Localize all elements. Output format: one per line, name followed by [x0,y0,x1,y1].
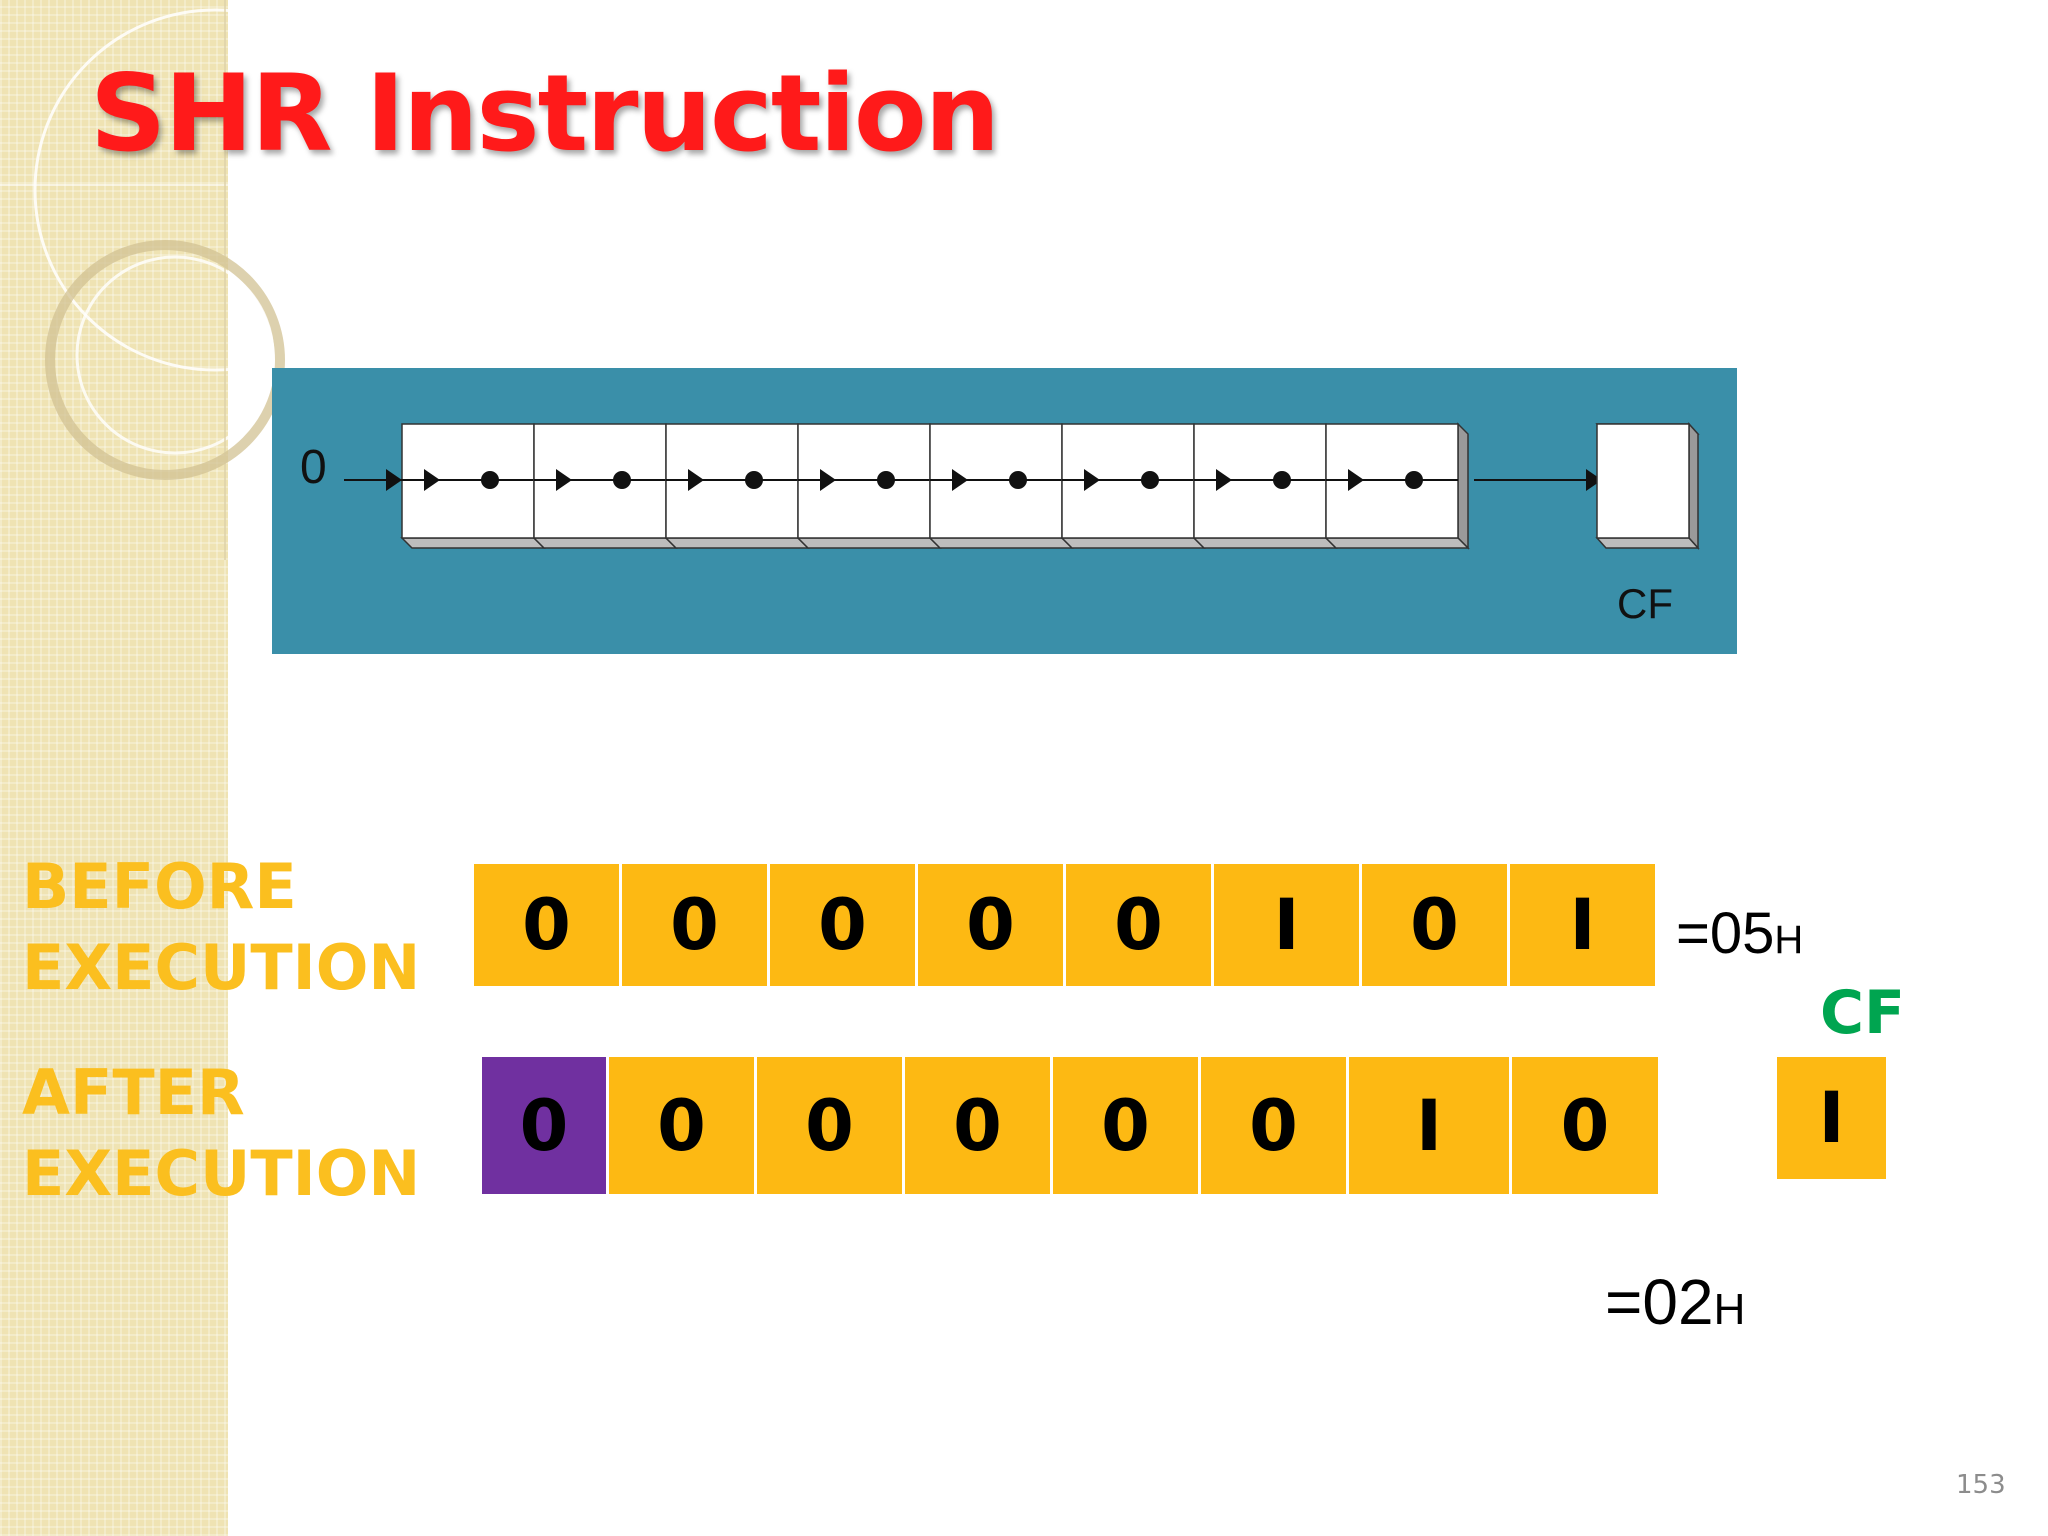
after-label-line1: AFTER [22,1056,245,1129]
register-bottom [664,537,810,549]
register-arrow-head [688,469,704,491]
decorative-rings [0,0,397,560]
register-bottom [796,537,942,549]
cf-box [1595,422,1700,550]
before-label-line2: EXECUTION [22,931,421,1004]
after-bit-cell: I [1349,1057,1509,1194]
after-bit-cell: 0 [1053,1057,1198,1194]
register-bottom [1324,537,1470,549]
before-bit-cell: 0 [918,864,1063,986]
register-bottom [400,537,546,549]
after-bit-cell: 0 [905,1057,1050,1194]
after-label-line2: EXECUTION [22,1137,421,1210]
after-bit-cell: 0 [1201,1057,1346,1194]
before-bit-cell: 0 [770,864,915,986]
register-arrow-head [1348,469,1364,491]
register-arrow-head [424,469,440,491]
cf-value-cell: I [1777,1057,1886,1179]
page-number: 153 [1956,1470,2006,1500]
register-arrow-head [1084,469,1100,491]
diagram-cf-label: CF [1617,580,1673,627]
before-bit-cell: 0 [474,864,619,986]
before-label-line1: BEFORE [22,850,297,923]
register-bit-dot [1273,471,1291,489]
register-bit-dot [613,471,631,489]
register-bit-dot [481,471,499,489]
register-arrow-head [952,469,968,491]
register-bit-dot [1009,471,1027,489]
before-hex-value: =05H [1676,901,1804,966]
register-bit-dot [1405,471,1423,489]
register-bottom [1060,537,1206,549]
after-bit-cell: 0 [757,1057,902,1194]
before-bit-cell: 0 [1066,864,1211,986]
register-bit-dot [1141,471,1159,489]
register-boxes [386,422,1470,550]
output-arrow-head [1586,469,1602,491]
input-zero-label: 0 [300,441,327,494]
register-side [1457,422,1469,550]
register-bit-dot [745,471,763,489]
after-bit-cell: 0 [482,1057,606,1194]
register-arrow-head [820,469,836,491]
after-hex-value: =02H [1605,1266,1746,1338]
register-bottom [532,537,678,549]
after-bit-cell: 0 [609,1057,754,1194]
register-bit-dot [877,471,895,489]
before-bit-cell: 0 [1362,864,1507,986]
shr-diagram: 0 CF [272,368,1737,654]
register-bottom [928,537,1074,549]
slide-title: SHR Instruction [90,52,1000,175]
register-arrow-head [556,469,572,491]
after-bit-cell: 0 [1512,1057,1658,1194]
before-bit-cell: 0 [622,864,767,986]
before-bit-cell: I [1510,864,1655,986]
register-arrow-head [1216,469,1232,491]
cf-label: CF [1820,978,1906,1048]
register-bottom [1192,537,1338,549]
before-bit-cell: I [1214,864,1359,986]
